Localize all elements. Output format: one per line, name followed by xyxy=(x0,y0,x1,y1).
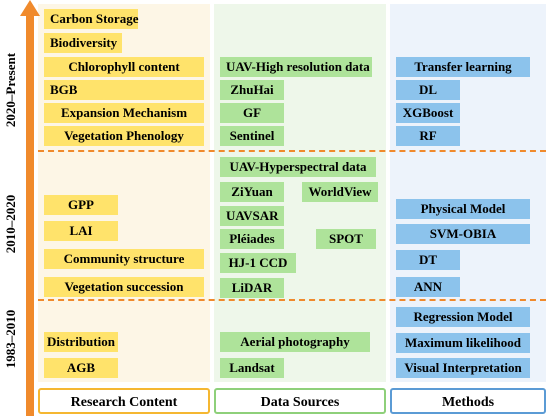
method-tag-svm-obia: SVM-OBIA xyxy=(396,224,530,244)
research-tag-carbon-storage: Carbon Storage xyxy=(44,9,138,29)
era-label-2020-present: 2020–Present xyxy=(3,52,18,128)
method-tag-visual-interpretation: Visual Interpretation xyxy=(396,358,530,378)
method-tag-xgboost: XGBoost xyxy=(396,103,460,123)
research-tag-gpp: GPP xyxy=(44,195,118,215)
era-label-2010-2020: 2010–2020 xyxy=(3,194,18,254)
era-divider-lower xyxy=(38,299,546,301)
method-tag-physical-model: Physical Model xyxy=(396,199,530,219)
column-label-methods: Methods xyxy=(390,388,546,414)
method-tag-ann: ANN xyxy=(396,277,460,297)
research-tag-distribution: Distribution xyxy=(44,332,118,352)
method-tag-dl: DL xyxy=(396,80,460,100)
research-tag-biodiversity: Biodiversity xyxy=(44,33,122,53)
data-tag-worldview: WorldView xyxy=(302,182,378,202)
data-tag-spot: SPOT xyxy=(316,229,376,249)
data-tag-landsat: Landsat xyxy=(220,358,284,378)
column-label-research-content: Research Content xyxy=(38,388,210,414)
data-tag-uavsar: UAVSAR xyxy=(220,206,284,226)
research-tag-expansion-mechanism: Expansion Mechanism xyxy=(44,103,204,123)
timeline-arrow xyxy=(20,0,40,416)
data-tag-gf: GF xyxy=(220,103,284,123)
method-tag-maximum-likelihood: Maximum likelihood xyxy=(396,333,530,353)
method-tag-rf: RF xyxy=(396,126,460,146)
era-label-1983-2010: 1983–2010 xyxy=(3,309,18,369)
data-tag-lidar: LiDAR xyxy=(220,278,284,298)
research-tag-vegetation-phenology: Vegetation Phenology xyxy=(44,126,204,146)
method-tag-dt: DT xyxy=(396,250,460,270)
column-label-data-sources: Data Sources xyxy=(214,388,386,414)
data-tag-hj1-ccd: HJ-1 CCD xyxy=(220,253,296,273)
era-divider-upper xyxy=(38,150,546,152)
research-tag-vegetation-succession: Vegetation succession xyxy=(44,277,204,297)
data-tag-zhuhai: ZhuHai xyxy=(220,80,284,100)
research-tag-chlorophyll-content: Chlorophyll content xyxy=(44,57,204,77)
research-tag-lai: LAI xyxy=(44,221,118,241)
research-tag-agb: AGB xyxy=(44,358,118,378)
method-tag-transfer-learning: Transfer learning xyxy=(396,57,530,77)
method-tag-regression-model: Regression Model xyxy=(396,307,530,327)
research-tag-community-structure: Community structure xyxy=(44,249,204,269)
data-tag-uav-hyperspectral: UAV-Hyperspectral data xyxy=(220,157,376,177)
data-tag-sentinel: Sentinel xyxy=(220,126,284,146)
research-tag-bgb: BGB xyxy=(44,80,204,100)
data-tag-ziyuan: ZiYuan xyxy=(220,182,284,202)
data-tag-uav-high-resolution: UAV-High resolution data xyxy=(220,57,372,77)
data-tag-pleiades: Pléiades xyxy=(220,229,284,249)
data-tag-aerial-photography: Aerial photography xyxy=(220,332,370,352)
